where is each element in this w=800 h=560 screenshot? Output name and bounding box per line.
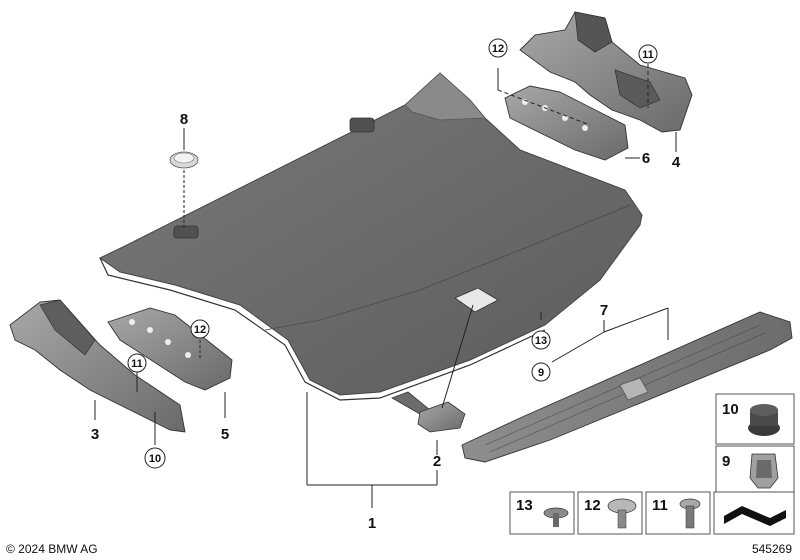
callouts: 1 2 3 4 5 6 7 8 9 10 11 11 12 12	[91, 38, 681, 532]
panel-slot-rear	[349, 117, 375, 133]
support-part-4	[519, 11, 693, 152]
callout-8: 8	[180, 111, 188, 128]
callout-7: 7	[600, 302, 608, 319]
support-part-3	[9, 299, 186, 445]
bracket-part-5	[107, 307, 233, 418]
handle-part-2	[391, 304, 474, 455]
callout-12-left-label: 12	[194, 324, 206, 336]
legend-box-11: 11	[645, 491, 711, 535]
fastener-legend: 10 9 13 12 11	[509, 393, 795, 535]
callout-13: 13	[531, 330, 551, 350]
callout-11-right: 11	[638, 44, 658, 64]
sill-trim-part-7	[461, 307, 793, 463]
callout-12-left: 12	[190, 319, 210, 339]
callout-9: 9	[531, 362, 551, 382]
diagram-number: 545269	[751, 542, 792, 556]
load-floor-panel	[99, 72, 643, 401]
legend-box-9: 9	[715, 445, 795, 493]
callout-10-label: 10	[149, 453, 161, 465]
leader-lines	[306, 392, 438, 508]
legend-box-blank	[713, 491, 795, 535]
callout-12-right-label: 12	[492, 43, 504, 55]
legend-9-label: 9	[722, 453, 730, 470]
handle-recess	[454, 287, 499, 313]
callout-12-right: 12	[488, 38, 508, 58]
callout-5: 5	[221, 426, 229, 443]
legend-box-12: 12	[577, 491, 643, 535]
callout-3: 3	[91, 426, 99, 443]
callout-13-label: 13	[535, 335, 547, 347]
copyright: © 2024 BMW AG	[6, 542, 98, 556]
callout-1: 1	[368, 515, 376, 532]
callout-6: 6	[642, 150, 650, 167]
legend-12-label: 12	[584, 497, 601, 514]
callout-9-label: 9	[538, 367, 544, 379]
callout-11-left-label: 11	[131, 358, 143, 370]
legend-13-label: 13	[516, 497, 533, 514]
legend-11-label: 11	[652, 497, 668, 514]
callout-4: 4	[672, 154, 681, 171]
legend-box-13: 13	[509, 491, 575, 535]
callout-11-left: 11	[127, 353, 147, 373]
panel-slot-left	[173, 225, 199, 239]
bracket-part-6	[497, 64, 649, 161]
legend-10-label: 10	[722, 401, 739, 418]
flat-strip-icon	[724, 506, 786, 526]
callout-2: 2	[433, 453, 441, 470]
button-part-8	[169, 128, 199, 228]
callout-11-right-label: 11	[642, 49, 654, 61]
legend-box-10: 10	[715, 393, 795, 445]
callout-10: 10	[144, 447, 166, 469]
